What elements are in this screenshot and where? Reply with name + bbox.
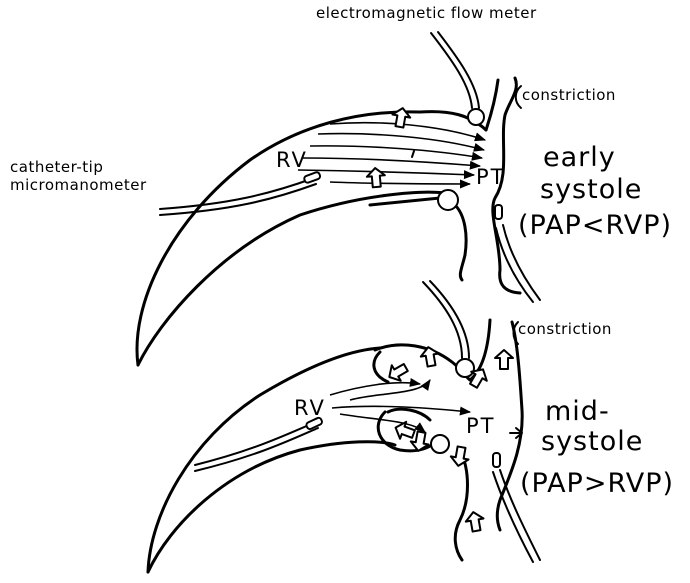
bottom-pt-lower-wall <box>455 450 467 560</box>
bottom-rv-label: RV <box>294 398 326 419</box>
top-pt-upper-wall <box>486 80 498 130</box>
top-flow-tick <box>412 151 414 157</box>
top-pulmonary-trunk <box>431 32 521 293</box>
top-flow-probe-upper <box>468 109 484 125</box>
top-pt-catheter-tip <box>495 205 502 219</box>
top-flow-arrow-3 <box>310 146 482 158</box>
top-pt-label: PT <box>476 167 506 188</box>
top-ventricle <box>137 112 486 365</box>
bottom-rv-upper-wall <box>148 348 380 572</box>
bottom-condition: (PAP>RVP) <box>520 470 674 497</box>
bottom-flowmeter-cable-inner <box>430 281 469 358</box>
top-flow-arrow-4 <box>303 158 480 166</box>
bottom-flow-probe-lower <box>431 435 449 453</box>
bottom-arrow-lower-up <box>464 511 485 533</box>
top-rv-upper-wall <box>137 112 486 365</box>
top-pt-lower-wall <box>455 205 466 280</box>
bottom-arrow-pt-down <box>449 446 470 468</box>
top-phase-line1: early <box>543 144 616 171</box>
top-wall-arrow-valve <box>366 167 386 187</box>
catheter-label-line1: catheter-tip <box>10 160 103 175</box>
bottom-catheter-shaft-upper <box>195 422 316 465</box>
bottom-pt-label: PT <box>466 416 496 437</box>
top-condition: (PAP<RVP) <box>518 212 672 239</box>
bottom-constriction-label: constriction <box>518 322 612 337</box>
top-constriction-label: constriction <box>522 88 616 103</box>
bottom-arrow-lower-left <box>393 419 417 442</box>
bottom-arrow-constriction-up <box>495 350 513 369</box>
top-rv-label: RV <box>276 150 308 171</box>
bottom-pt-catheter-tip <box>493 453 500 467</box>
top-flow-arrow-5 <box>298 170 474 175</box>
top-rv-lower-wall <box>138 192 445 365</box>
bottom-flow-probe-upper <box>456 359 474 377</box>
top-flow-arrow-6 <box>330 182 470 184</box>
bottom-phase-line2: systole <box>541 428 643 455</box>
top-flow-lines <box>298 123 485 184</box>
top-flow-probe-lower <box>438 190 458 210</box>
bottom-rv-lower-wall <box>148 442 395 572</box>
top-phase-line2: systole <box>540 176 642 203</box>
bottom-lower-bulge-inner <box>388 409 430 420</box>
bottom-upper-bulge-inner <box>374 352 388 382</box>
top-catheter <box>160 171 540 302</box>
bottom-phase-line1: mid- <box>545 398 610 425</box>
bottom-wall-motion-arrows <box>385 346 522 533</box>
top-catheter-tip <box>303 171 320 183</box>
bottom-ventricle <box>148 345 470 572</box>
bottom-catheter <box>195 417 540 562</box>
flowmeter-label: electromagnetic flow meter <box>316 6 537 21</box>
bottom-flow-arrow-upper <box>330 383 420 395</box>
top-flow-arrow-2 <box>318 134 484 150</box>
top-rv-inner-edge <box>370 198 440 205</box>
catheter-label-line2: micromanometer <box>10 178 147 193</box>
